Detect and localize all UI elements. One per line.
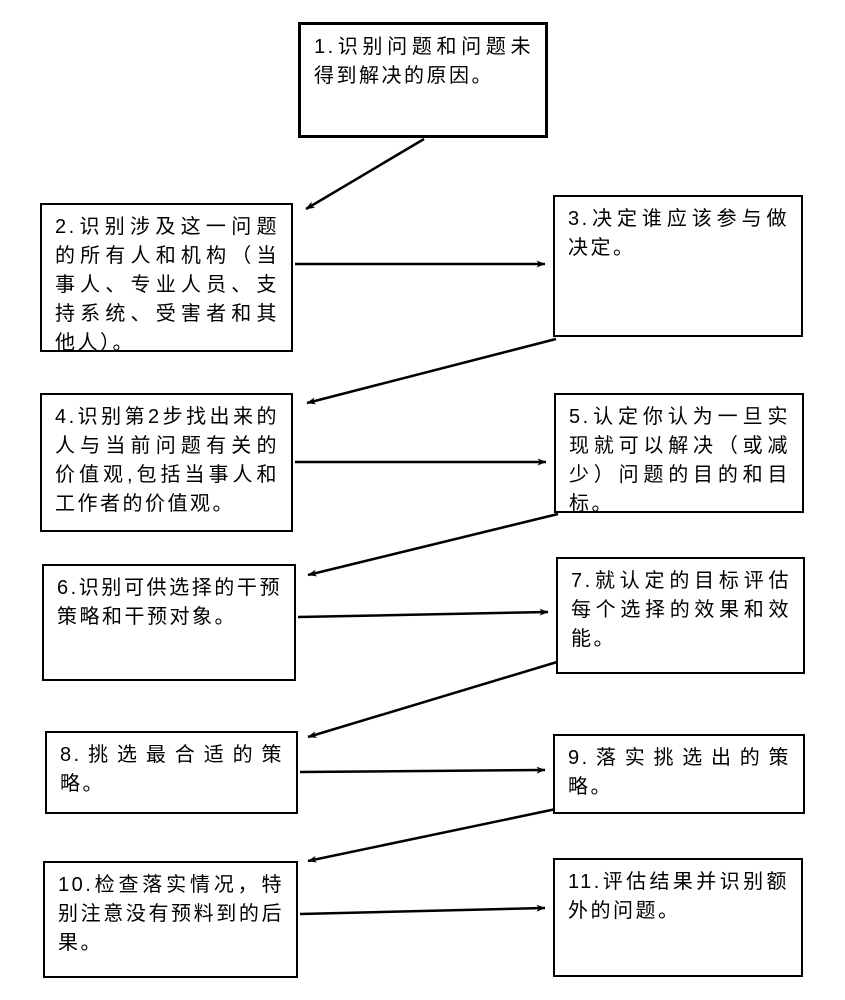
flow-node-4: 4.识别第2步找出来的人与当前问题有关的价值观,包括当事人和工作者的价值观。	[40, 393, 293, 532]
arrow-7-to-8	[307, 660, 558, 739]
arrow-1-to-2	[305, 137, 425, 211]
arrow-6-to-7	[297, 608, 549, 619]
flow-node-5: 5.认定你认为一旦实现就可以解决（或减少）问题的目的和目标。	[554, 393, 804, 515]
flow-node-11: 11.评估结果并识别额外的问题。	[553, 858, 803, 977]
arrow-10-to-11	[299, 904, 546, 916]
flow-node-7: 7.就认定的目标评估每个选择的效果和效能。	[556, 557, 805, 674]
flow-node-10: 10.检查落实情况，特别注意没有预料到的后果。	[43, 861, 298, 978]
arrow-9-to-10	[307, 807, 557, 863]
flow-node-2: 2.识别涉及这一问题的所有人和机构（当事人、专业人员、支持系统、受害者和其他人）…	[40, 203, 293, 354]
flow-node-1: 1.识别问题和问题未得到解决的原因。	[298, 22, 548, 138]
flow-node-6: 6.识别可供选择的干预策略和干预对象。	[42, 564, 296, 681]
flow-node-8: 8.挑选最合适的策略。	[45, 731, 298, 814]
flow-node-3: 3.决定谁应该参与做决定。	[553, 195, 803, 337]
arrow-3-to-4	[306, 337, 557, 405]
arrow-8-to-9	[299, 766, 546, 774]
arrow-5-to-6	[307, 512, 559, 577]
flow-node-9: 9.落实挑选出的策略。	[553, 734, 805, 814]
